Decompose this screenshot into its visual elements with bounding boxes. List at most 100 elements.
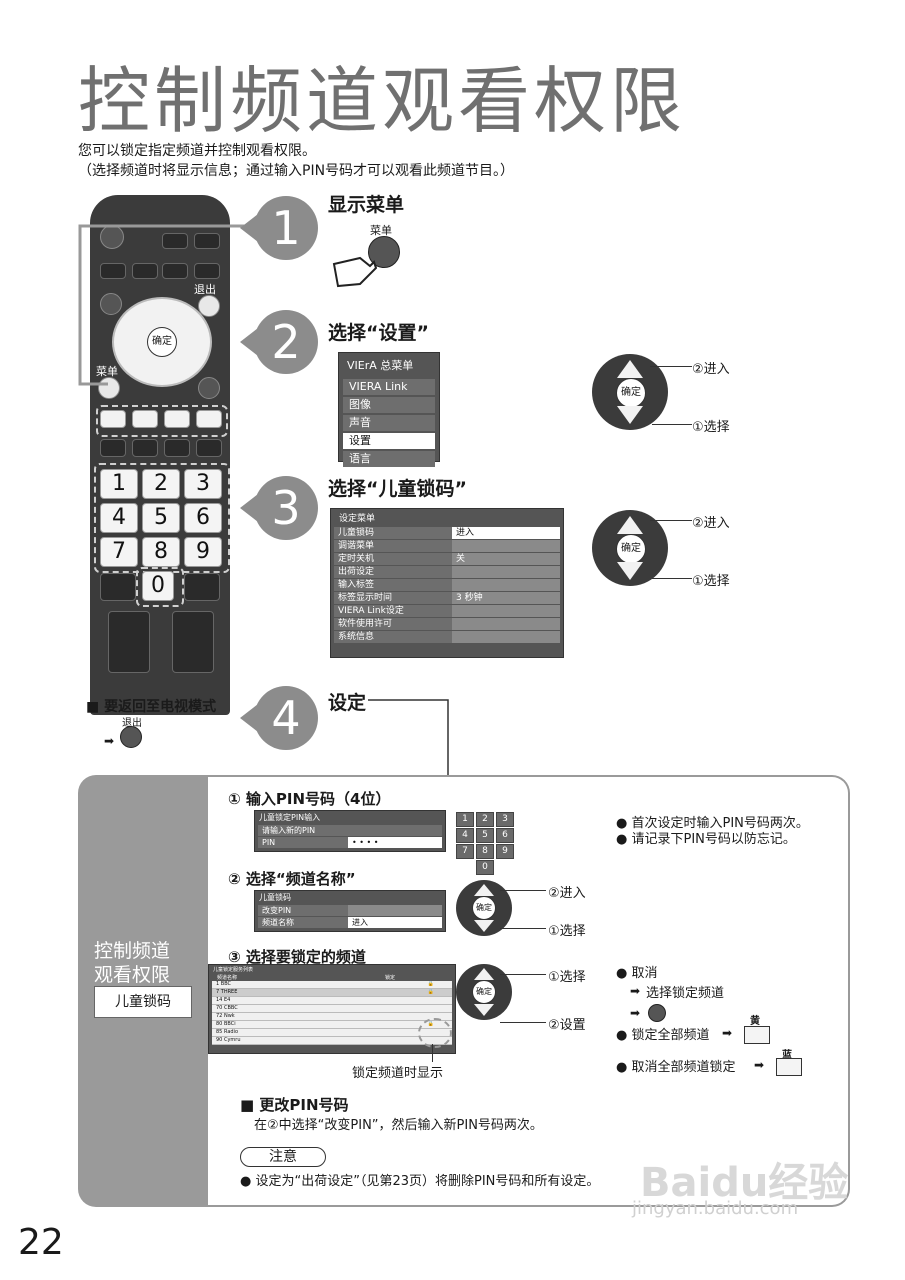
ok-button[interactable]: 确定 (616, 534, 646, 564)
up-arrow-icon[interactable] (617, 360, 643, 378)
navigation-pad[interactable]: 确定 (592, 510, 668, 586)
remote-button[interactable] (100, 439, 126, 457)
number-key-9[interactable]: 9 (184, 537, 222, 567)
exit-button[interactable] (198, 295, 220, 317)
setup-row-system-info[interactable]: 系统信息 (334, 631, 560, 643)
channel-rocker[interactable] (172, 611, 214, 673)
channel-row[interactable]: 85 Radio (212, 1029, 452, 1037)
mini-key-1[interactable]: 1 (456, 812, 474, 827)
blue-button[interactable] (776, 1058, 802, 1076)
number-key-7[interactable]: 7 (100, 537, 138, 567)
remote-button[interactable] (100, 293, 122, 315)
exit-button[interactable] (120, 726, 142, 748)
pin-entry-field[interactable]: PIN• • • • (258, 837, 442, 848)
select-label: ①选择 (548, 924, 586, 939)
panel-side-title-1: 控制频道 (94, 940, 171, 962)
dpad[interactable]: 确定 (112, 297, 212, 387)
green-button[interactable] (132, 410, 158, 428)
setup-row-shipping[interactable]: 出荷设定 (334, 566, 560, 578)
remote-button[interactable] (132, 439, 158, 457)
down-arrow-icon[interactable] (474, 1004, 494, 1016)
down-arrow-icon[interactable] (617, 406, 643, 424)
blue-button[interactable] (196, 410, 222, 428)
red-button[interactable] (100, 410, 126, 428)
remote-button[interactable] (196, 439, 222, 457)
step-4-title: 设定 (328, 692, 367, 714)
channel-row[interactable]: 72 Nwk (212, 1013, 452, 1021)
mini-key-2[interactable]: 2 (476, 812, 494, 827)
number-key-1[interactable]: 1 (100, 469, 138, 499)
ok-button[interactable]: 确定 (147, 327, 177, 357)
mini-key-9[interactable]: 9 (496, 844, 514, 859)
channel-row[interactable]: 7 THREE🔒 (212, 989, 452, 997)
setup-row-off-timer[interactable]: 定时关机关 (334, 553, 560, 565)
remote-button[interactable] (194, 263, 220, 279)
number-key-8[interactable]: 8 (142, 537, 180, 567)
mini-key-4[interactable]: 4 (456, 828, 474, 843)
child-lock-menu-header: 儿童锁码 (259, 893, 291, 902)
remote-button[interactable] (100, 263, 126, 279)
number-key-0[interactable]: 0 (142, 571, 174, 601)
number-key-5[interactable]: 5 (142, 503, 180, 533)
setup-row-tuning[interactable]: 调谐菜单 (334, 540, 560, 552)
channel-row[interactable]: 1 BBC🔒 (212, 981, 452, 989)
remote-button[interactable] (198, 377, 220, 399)
mini-key-6[interactable]: 6 (496, 828, 514, 843)
color-buttons-group (96, 405, 228, 437)
ok-button[interactable]: 确定 (472, 896, 496, 920)
child-lock-button[interactable]: 儿童锁码 (94, 986, 192, 1018)
navigation-pad[interactable]: 确定 (456, 964, 512, 1020)
menu-item-viera-link[interactable]: VIERA Link (343, 379, 435, 395)
menu-button[interactable] (368, 236, 400, 268)
sub-step-3-title: ③ 选择要锁定的频道 (228, 948, 366, 966)
navigation-pad[interactable]: 确定 (456, 880, 512, 936)
number-key-2[interactable]: 2 (142, 469, 180, 499)
number-key-6[interactable]: 6 (184, 503, 222, 533)
mini-key-7[interactable]: 7 (456, 844, 474, 859)
setup-row-input-labels[interactable]: 输入标签 (334, 579, 560, 591)
channel-row[interactable]: 80 BBCi🔒 (212, 1021, 452, 1029)
setup-row-viera-link[interactable]: VIERA Link设定 (334, 605, 560, 617)
mini-key-5[interactable]: 5 (476, 828, 494, 843)
ok-button[interactable]: 确定 (616, 378, 646, 408)
up-arrow-icon[interactable] (474, 968, 494, 980)
channel-name-row[interactable]: 频道名称进入 (258, 917, 442, 928)
set-label: ②设置 (548, 1018, 586, 1033)
menu-item-language[interactable]: 语言 (343, 451, 435, 467)
setup-row-child-lock[interactable]: 儿童锁码进入 (334, 527, 560, 539)
up-arrow-icon[interactable] (617, 516, 643, 534)
yellow-button[interactable] (744, 1026, 770, 1044)
remote-button[interactable] (164, 439, 190, 457)
number-key-3[interactable]: 3 (184, 469, 222, 499)
intro-line-1: 您可以锁定指定频道并控制观看权限。 (78, 143, 316, 159)
volume-rocker[interactable] (108, 611, 150, 673)
remote-button[interactable] (162, 263, 188, 279)
remote-button[interactable] (194, 233, 220, 249)
down-arrow-icon[interactable] (474, 920, 494, 932)
channel-row[interactable]: 90 Cymru (212, 1037, 452, 1045)
menu-item-picture[interactable]: 图像 (343, 397, 435, 413)
menu-item-sound[interactable]: 声音 (343, 415, 435, 431)
menu-item-setup[interactable]: 设置 (343, 433, 435, 449)
return-tv-text: ■ 要返回至电视模式 (86, 699, 217, 715)
change-pin-row[interactable]: 改变PIN (258, 905, 442, 916)
remote-button[interactable] (184, 573, 220, 601)
down-arrow-icon[interactable] (617, 562, 643, 580)
ok-button[interactable] (648, 1004, 666, 1022)
remote-button[interactable] (132, 263, 158, 279)
yellow-button[interactable] (164, 410, 190, 428)
remote-button[interactable] (162, 233, 188, 249)
mini-key-0[interactable]: 0 (476, 860, 494, 875)
up-arrow-icon[interactable] (474, 884, 494, 896)
lock-icon: 🔒 (427, 989, 434, 995)
mini-key-8[interactable]: 8 (476, 844, 494, 859)
ok-button[interactable]: 确定 (472, 980, 496, 1004)
channel-row[interactable]: 14 E4 (212, 997, 452, 1005)
channel-row[interactable]: 70 CBBC (212, 1005, 452, 1013)
remote-button[interactable] (100, 573, 136, 601)
number-key-4[interactable]: 4 (100, 503, 138, 533)
step-bubble-tail (240, 214, 258, 242)
mini-key-3[interactable]: 3 (496, 812, 514, 827)
setup-row-license[interactable]: 软件使用许可 (334, 618, 560, 630)
